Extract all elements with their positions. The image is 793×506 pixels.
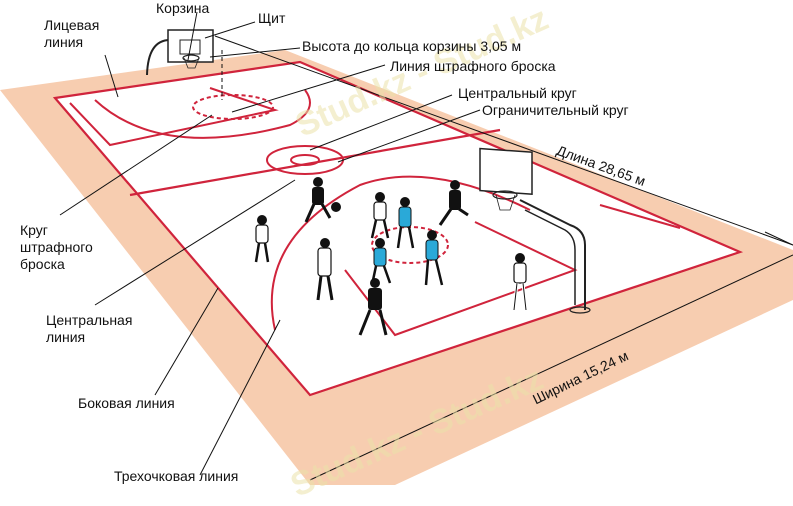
- court-floor: [55, 62, 740, 395]
- far-side-mark: [599, 204, 681, 229]
- label-backboard: Щит: [258, 10, 286, 26]
- far-basket-assembly: [479, 147, 591, 314]
- player: [358, 278, 388, 336]
- restricting-circle: [290, 154, 320, 166]
- callout-lines: [59, 11, 481, 476]
- player: [438, 180, 469, 226]
- near-three-point-arc: [94, 89, 311, 139]
- label-rim-height: Высота до кольца корзины 3,05 м: [302, 38, 522, 54]
- near-free-throw-circle: [192, 94, 274, 120]
- players-group: [254, 177, 528, 336]
- near-basket-assembly: [146, 29, 214, 76]
- ball: [331, 202, 341, 212]
- label-free-throw-circle: Круг штрафного броска: [20, 222, 93, 272]
- label-free-throw-line: Линия штрафного броска: [390, 58, 556, 74]
- label-center-line: Центральная линия: [46, 312, 133, 345]
- player: [424, 230, 444, 286]
- label-side-line: Боковая линия: [78, 395, 175, 411]
- player: [396, 197, 415, 249]
- label-three-point-line: Трехочковая линия: [114, 468, 239, 484]
- player: [370, 238, 392, 286]
- player: [304, 177, 332, 223]
- label-restricting-circle: Ограничительный круг: [482, 102, 629, 118]
- player: [370, 192, 390, 239]
- label-basket: Корзина: [156, 0, 210, 16]
- far-three-point-arc: [270, 175, 531, 331]
- basketball-court-diagram: [0, 11, 793, 485]
- dimension-lines: [214, 35, 793, 481]
- player: [316, 238, 334, 301]
- label-center-circle: Центральный круг: [458, 85, 577, 101]
- court-boundary: [52, 60, 744, 397]
- referee: [512, 253, 528, 311]
- label-face-line: Лицевая линия: [44, 17, 100, 50]
- referee: [254, 215, 270, 263]
